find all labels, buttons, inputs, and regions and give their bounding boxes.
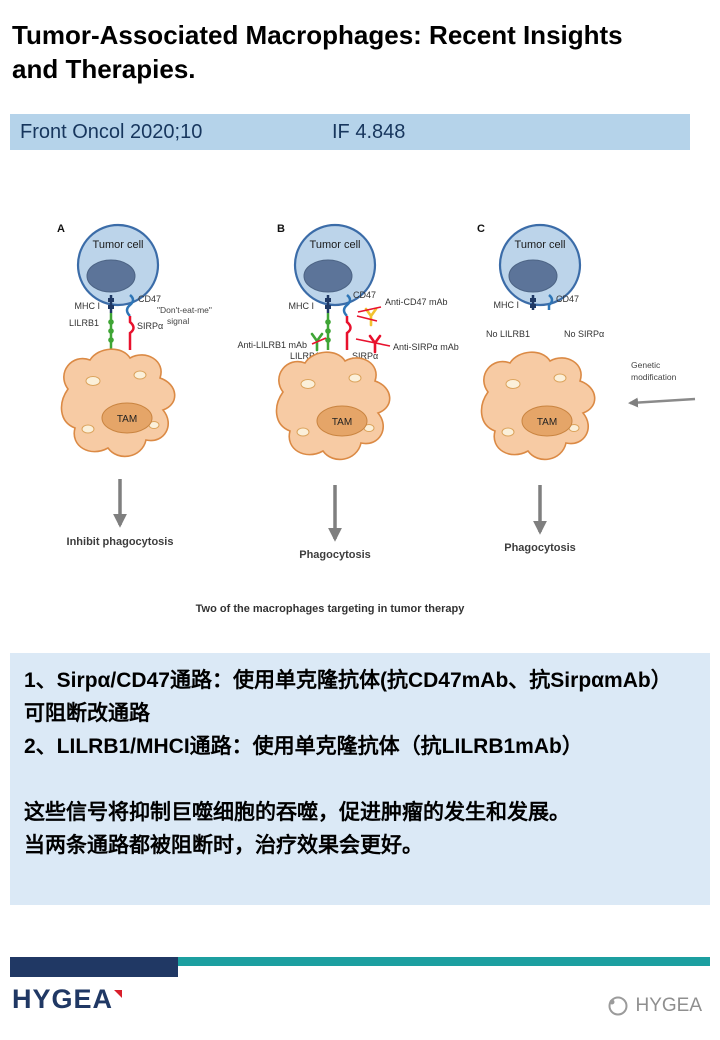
- notes-box: 1、Sirpα/CD47通路：使用单克隆抗体(抗CD47mAb、抗SirpαmA…: [10, 653, 710, 905]
- journal-reference: Front Oncol 2020;10: [20, 121, 203, 143]
- panel-c: C Tumor cell MHC I CD47 No LILRB1 No SIR…: [477, 223, 696, 554]
- cd47-label: CD47: [353, 290, 376, 300]
- watermark-logo-icon: [608, 996, 628, 1016]
- hygea-logo-text: HYGEA: [12, 984, 114, 1014]
- lilrb1-label: LILRB1: [290, 351, 320, 361]
- panel-b: B Tumor cell: [237, 223, 458, 561]
- outcome-label: Inhibit phagocytosis: [67, 536, 174, 548]
- tumor-nucleus: [508, 259, 558, 293]
- tumor-cell: Tumor cell: [498, 223, 582, 307]
- genetic-modification-arrow: [628, 397, 696, 408]
- tumor-nucleus: [86, 259, 136, 293]
- receptors: [325, 294, 352, 350]
- inhibition-line: [357, 306, 382, 313]
- panel-letter: A: [57, 223, 65, 235]
- page-title-line2: and Therapies.: [12, 54, 196, 85]
- note-line-5: 这些信号将抑制巨噬细胞的吞噬，促进肿瘤的发生和发展。: [24, 800, 570, 824]
- note-line-1: 1、Sirpα/CD47通路：使用单克隆抗体(抗CD47mAb、抗SirpαmA…: [24, 669, 672, 692]
- no-sirpa-label: No SIRPα: [564, 329, 604, 339]
- anti-sirpa-label: Anti-SIRPα mAb: [393, 342, 459, 352]
- receptors: [530, 294, 554, 310]
- impact-factor: IF 4.848: [332, 121, 406, 143]
- cd47-label: CD47: [556, 294, 579, 304]
- lilrb1-label: LILRB1: [69, 318, 99, 328]
- page-title: Tumor-Associated Macrophages: Recent Ins…: [12, 18, 712, 87]
- genetic-modification-label: Genetic: [631, 360, 661, 370]
- inhibition-line: [356, 315, 378, 322]
- cd47-label: CD47: [138, 294, 161, 304]
- tam-cell: TAM: [60, 348, 176, 458]
- inhibition-line: [311, 337, 327, 345]
- anti-cd47-label: Anti-CD47 mAb: [385, 297, 448, 307]
- figure-caption: Two of the macrophages targeting in tumo…: [196, 603, 466, 615]
- antibodies: [310, 306, 391, 354]
- footer-bar-teal: [178, 957, 710, 966]
- dont-eat-me-label: "Don't-eat-me": [157, 305, 212, 315]
- logo-flag-icon: [114, 990, 123, 998]
- tumor-cell-label: Tumor cell: [93, 239, 144, 251]
- tam-cell: TAM: [480, 351, 596, 461]
- tam-label: TAM: [117, 414, 137, 425]
- outcome-label: Phagocytosis: [299, 549, 371, 561]
- mhc1-label: MHC I: [75, 301, 101, 311]
- tam-cell: TAM: [275, 351, 391, 461]
- note-line-3: 2、LILRB1/MHCI通路：使用单克隆抗体（抗LILRB1mAb）: [24, 734, 583, 758]
- inhibition-line: [355, 338, 391, 347]
- sirpa-label: SIRPα: [137, 321, 163, 331]
- receptors: [108, 294, 135, 350]
- outcome-label: Phagocytosis: [504, 542, 576, 554]
- tumor-cell-label: Tumor cell: [515, 239, 566, 251]
- footer-bar-navy: [10, 957, 178, 977]
- sirpa-label: SIRPα: [352, 351, 378, 361]
- tumor-cell: Tumor cell: [293, 223, 377, 307]
- mhc1-label: MHC I: [494, 300, 520, 310]
- genetic-modification-label2: modification: [631, 372, 677, 382]
- tumor-cell-label: Tumor cell: [310, 239, 361, 251]
- panel-letter: C: [477, 223, 485, 235]
- citation-bar: Front Oncol 2020;10 IF 4.848: [10, 114, 690, 150]
- figure-svg: A Tumor cell MHC I CD47 LILRB1 SIRPα: [57, 223, 696, 615]
- tam-label: TAM: [332, 417, 352, 428]
- anti-cd47-antibody-icon: [364, 307, 378, 327]
- no-lilrb1-label: No LILRB1: [486, 329, 530, 339]
- tam-label: TAM: [537, 417, 557, 428]
- hygea-logo: HYGEA: [12, 984, 123, 1015]
- page-title-line1: Tumor-Associated Macrophages: Recent Ins…: [12, 20, 623, 50]
- tumor-cell: Tumor cell: [76, 223, 160, 307]
- watermark-text: HYGEA: [635, 995, 702, 1016]
- dont-eat-me-label2: signal: [167, 316, 189, 326]
- note-line-4: [24, 764, 696, 797]
- tumor-nucleus: [303, 259, 353, 293]
- note-line-2: 可阻断改通路: [24, 701, 150, 725]
- anti-lilrb1-label: Anti-LILRB1 mAb: [237, 340, 307, 350]
- panel-a: A Tumor cell MHC I CD47 LILRB1 SIRPα: [57, 223, 212, 548]
- anti-sirpa-antibody-icon: [368, 334, 382, 354]
- panel-letter: B: [277, 223, 285, 235]
- note-line-6: 当两条通路都被阻断时，治疗效果会更好。: [24, 833, 423, 857]
- watermark: HYGEA: [607, 995, 702, 1017]
- mhc1-label: MHC I: [289, 301, 315, 311]
